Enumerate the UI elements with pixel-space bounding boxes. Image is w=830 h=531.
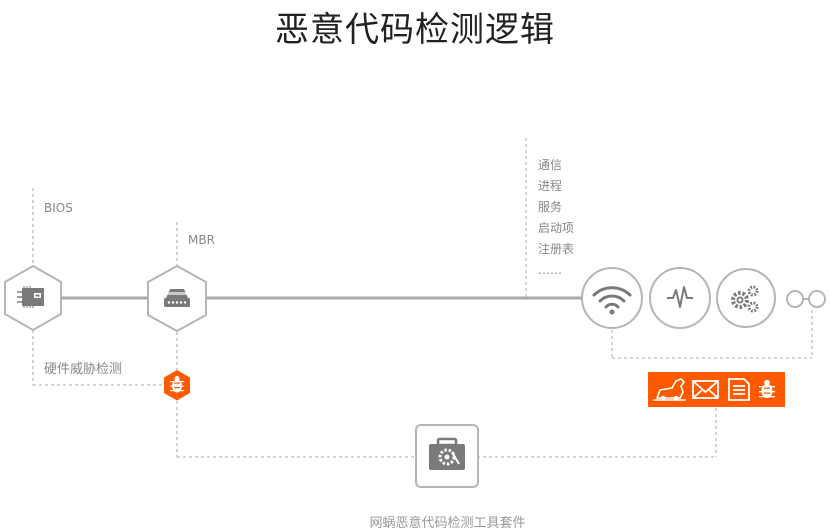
mbr-node [147, 264, 207, 333]
threat-types-bar [648, 372, 785, 407]
toolkit-node [415, 424, 479, 488]
bios-label: BIOS [44, 201, 73, 215]
hardware-threat-label: 硬件威胁检测 [44, 362, 123, 377]
list-item: 通信 [538, 158, 563, 172]
trojan-horse-icon [653, 378, 686, 401]
gears-icon [731, 285, 759, 313]
list-item: 注册表 [538, 242, 575, 256]
process-node [649, 267, 711, 329]
document-icon [728, 378, 750, 401]
dashed-connectors [32, 138, 813, 458]
mbr-label: MBR [188, 233, 215, 247]
chip-icon [17, 286, 44, 308]
toolkit-label: 网蜗恶意代码检测工具套件 [369, 516, 526, 531]
page-title: 恶意代码检测逻辑 [275, 10, 555, 50]
pulse-icon [667, 286, 693, 308]
bug-marker [164, 370, 190, 401]
bug-icon [759, 379, 775, 398]
communication-node [581, 267, 643, 329]
list-item: 启动项 [538, 221, 575, 235]
list-item: 进程 [538, 179, 563, 193]
system-layer-list: 通信 进程 服务 启动项 注册表 …… [538, 159, 574, 285]
bios-node [4, 264, 62, 332]
mail-icon [692, 380, 719, 399]
toolbox-icon [429, 437, 465, 470]
list-item: …… [538, 263, 562, 277]
service-node [716, 268, 776, 328]
continuation-dots [786, 290, 826, 308]
hard-drive-icon [164, 289, 190, 307]
list-item: 服务 [538, 200, 563, 214]
wifi-icon [592, 286, 632, 309]
